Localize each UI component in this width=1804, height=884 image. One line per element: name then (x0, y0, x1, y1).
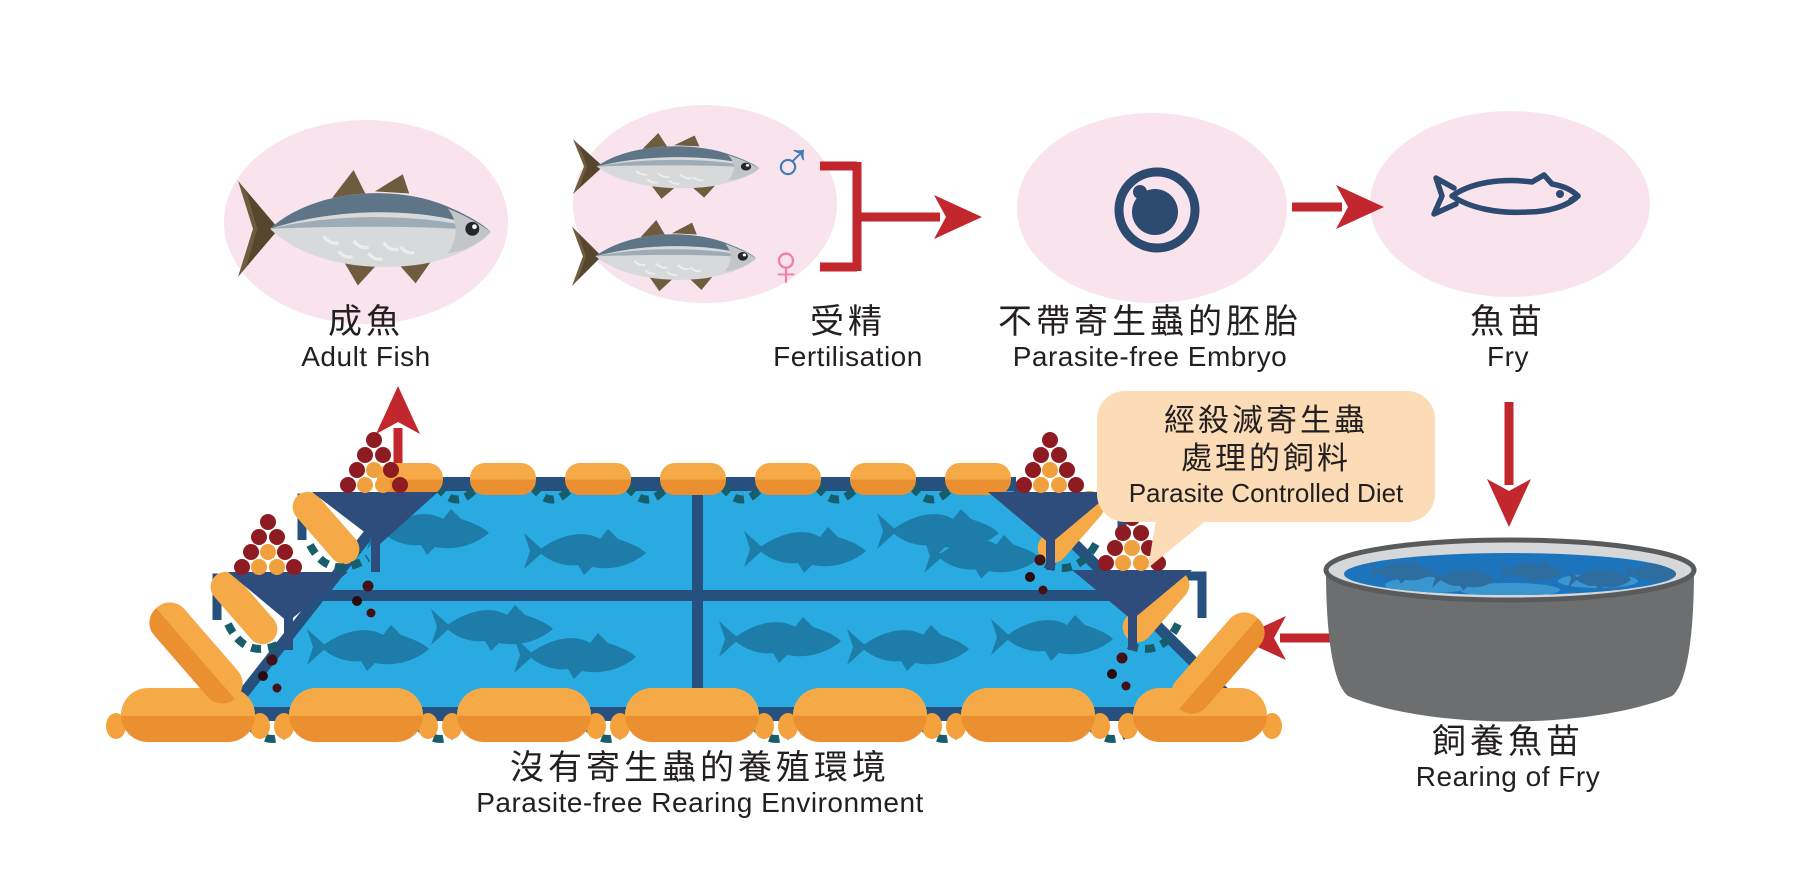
feeder-lower-right (1072, 510, 1207, 691)
label-fry: 魚苗 Fry (1470, 302, 1546, 372)
diet-callout-zh-line1: 經殺滅寄生蟲 (1164, 403, 1368, 438)
label-adult-fish: 成魚 Adult Fish (301, 302, 431, 372)
label-embryo-en: Parasite-free Embryo (1012, 341, 1288, 372)
label-rearing-environment-en: Parasite-free Rearing Environment (476, 787, 924, 818)
bottom-pontoons (106, 688, 1282, 742)
label-fertilisation-en: Fertilisation (773, 341, 923, 372)
feeder-lower-left (210, 514, 348, 693)
arrow-fry-to-tank (1487, 402, 1531, 527)
label-rearing-of-fry-zh: 飼養魚苗 (1432, 723, 1584, 761)
label-adult-fish-zh: 成魚 (328, 303, 404, 341)
embryo-icon (1114, 167, 1200, 253)
feeder-upper-left (292, 432, 438, 618)
male-symbol-icon: ♂ (770, 128, 814, 193)
arrow-fertilisation-to-embryo (820, 161, 982, 272)
label-rearing-of-fry: 飼養魚苗 Rearing of Fry (1416, 722, 1600, 792)
label-fry-zh: 魚苗 (1470, 303, 1546, 341)
diet-callout-en: Parasite Controlled Diet (1128, 478, 1404, 508)
tank-fish (1369, 560, 1676, 595)
label-fertilisation-zh: 受精 (809, 303, 886, 341)
label-embryo-zh: 不帶寄生蟲的胚胎 (998, 303, 1302, 341)
slant-pontoons (149, 602, 1265, 714)
rearing-tank (1323, 537, 1697, 722)
label-embryo: 不帶寄生蟲的胚胎 Parasite-free Embryo (998, 302, 1302, 372)
label-fertilisation: 受精 Fertilisation (773, 302, 923, 372)
arrow-embryo-to-fry (1292, 185, 1384, 229)
fish-cage (106, 432, 1282, 743)
arrow-cage-to-adult-fish (376, 386, 420, 466)
callout-tail (1148, 508, 1214, 568)
label-fry-en: Fry (1487, 341, 1529, 372)
diet-callout-zh-line2: 處理的飼料 (1181, 441, 1351, 476)
label-adult-fish-en: Adult Fish (301, 341, 431, 372)
diet-callout-bubble: 經殺滅寄生蟲 處理的飼料 Parasite Controlled Diet (1097, 391, 1435, 522)
label-rearing-environment: 沒有寄生蟲的養殖環境 Parasite-free Rearing Environ… (476, 748, 924, 818)
label-rearing-environment-zh: 沒有寄生蟲的養殖環境 (510, 749, 890, 787)
female-symbol-icon: ♀ (764, 233, 808, 298)
label-rearing-of-fry-en: Rearing of Fry (1415, 761, 1601, 792)
